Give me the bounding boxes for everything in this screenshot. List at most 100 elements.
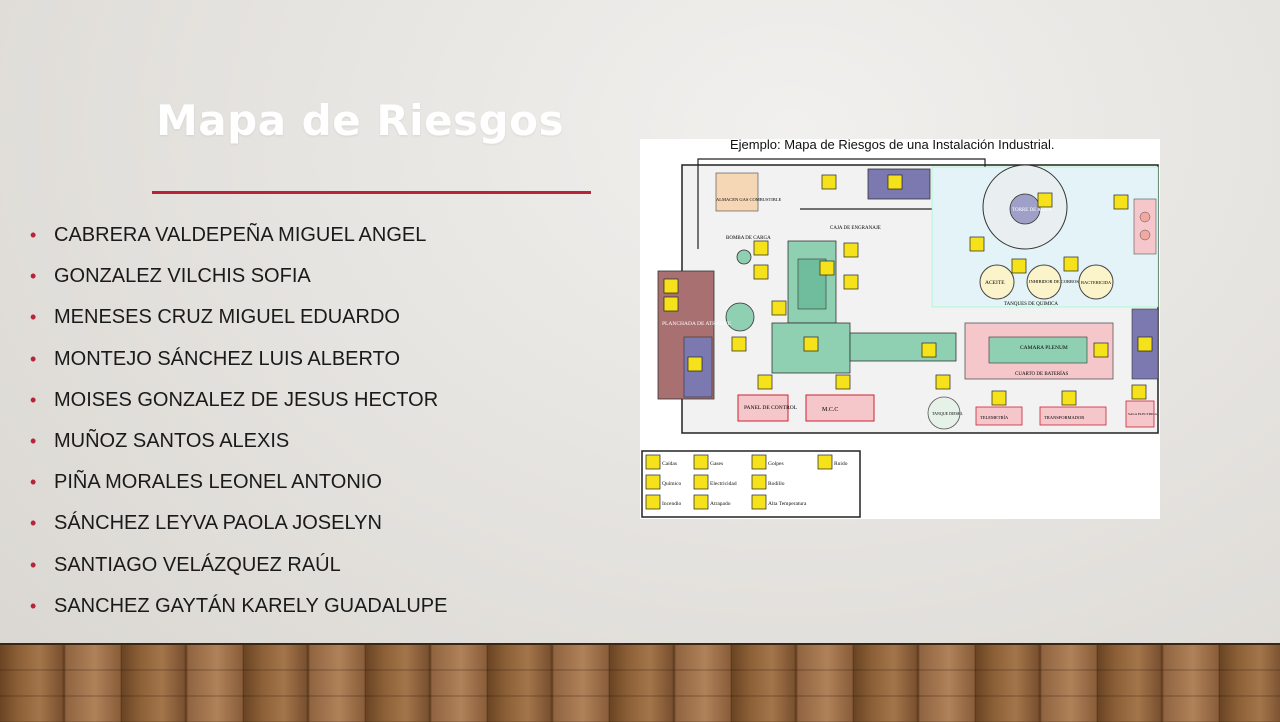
bullet-icon: • [30, 472, 37, 493]
legend-electricidad-icon [693, 474, 709, 490]
list-item: • MONTEJO SÁNCHEZ LUIS ALBERTO [28, 346, 447, 387]
fuel-storage-label: ALMACEN GAS COMBUSTIBLE [716, 197, 782, 202]
hazard-icon [935, 374, 951, 390]
legend-golpes: Golpes [768, 461, 784, 467]
mcc-label: M.C.C [822, 407, 838, 413]
list-item: • SANCHEZ GAYTÁN KARELY GUADALUPE [28, 593, 447, 634]
machine-conveyor [849, 332, 957, 362]
electric-room [1125, 400, 1155, 428]
plenum-label: CAMARA PLENUM [1020, 345, 1068, 351]
list-item: • SÁNCHEZ LEYVA PAOLA JOSELYN [28, 510, 447, 551]
hazard-icon [753, 240, 769, 256]
list-item-text: SANCHEZ GAYTÁN KARELY GUADALUPE [54, 594, 448, 617]
list-item: • SANTIAGO VELÁZQUEZ RAÚL [28, 552, 447, 593]
tower-core [1009, 193, 1041, 225]
bullet-icon: • [30, 513, 37, 534]
transformer-room [1039, 406, 1107, 426]
hazard-icon [843, 274, 859, 290]
compressor [725, 302, 755, 332]
plenum-chamber [988, 336, 1088, 364]
chemical-plant-block [1133, 198, 1157, 255]
list-item: • MENESES CRUZ MIGUEL EDUARDO [28, 304, 447, 345]
legend-ruido-icon [817, 454, 833, 470]
hazard-icon [835, 374, 851, 390]
legend-golpes-icon [751, 454, 767, 470]
title-underline [152, 191, 591, 194]
chemical-tanks-label: TANQUES DE QUIMICA [1004, 302, 1058, 307]
inhibitor-label: INHIBIDOR DE CORROSIÓN [1029, 279, 1088, 284]
legend-caidas-icon [645, 454, 661, 470]
pump-label: BOMBA DE CARGA [726, 236, 771, 241]
legend-rodillo-icon [751, 474, 767, 490]
hazard-icon [819, 260, 835, 276]
hazard-icon [991, 390, 1007, 406]
bullet-icon: • [30, 307, 37, 328]
hazard-icon [753, 264, 769, 280]
list-item: • MUÑOZ SANTOS ALEXIS [28, 428, 447, 469]
legend-gases: Gases [710, 461, 723, 467]
legend-rodillo: Rodillo [768, 481, 785, 487]
hazard-icon [1061, 390, 1077, 406]
legend-gases-icon [693, 454, 709, 470]
chemical-valve-2 [1139, 229, 1151, 241]
list-item: •PIÑA MORALES LEONEL ANTONIO [28, 469, 447, 510]
chemical-valve-1 [1139, 211, 1151, 223]
bactericide-label: BACTERICIDA [1081, 280, 1112, 285]
list-item: •CABRERA VALDEPEÑA MIGUEL ANGEL [28, 222, 447, 263]
risk-map-image: Ejemplo: Mapa de Riesgos de una Instalac… [640, 139, 1160, 519]
names-list: •CABRERA VALDEPEÑA MIGUEL ANGEL •GONZALE… [28, 222, 447, 634]
control-panel-room [737, 394, 789, 422]
bullet-icon: • [30, 595, 37, 616]
list-item-text: MENESES CRUZ MIGUEL EDUARDO [54, 306, 400, 329]
bullet-icon: • [30, 348, 37, 369]
bactericide-tank [1078, 264, 1114, 300]
hazard-icon [1137, 336, 1153, 352]
list-item-text: CABRERA VALDEPEÑA MIGUEL ANGEL [54, 224, 427, 246]
hazard-icon [1063, 256, 1079, 272]
electric-room-label: SALA ELECTRICA [1128, 412, 1158, 416]
bullet-icon: • [30, 430, 37, 451]
list-item-text: SÁNCHEZ LEYVA PAOLA JOSELYN [54, 512, 382, 535]
list-item-text: MOISES GONZALEZ DE JESUS HECTOR [54, 388, 439, 411]
legend-caidas: Caídas [662, 461, 677, 467]
legend-incendio-icon [645, 494, 661, 510]
fuel-storage [715, 172, 759, 212]
oil-tank-label: ACEITE [985, 280, 1005, 286]
hazard-icon [969, 236, 985, 252]
hazard-icon [821, 174, 837, 190]
bullet-icon: • [30, 266, 37, 287]
hazard-icon [771, 300, 787, 316]
hazard-icon [731, 336, 747, 352]
list-item: • GONZALEZ VILCHIS SOFIA [28, 263, 447, 304]
bullet-icon: • [30, 389, 37, 410]
list-item-text: SANTIAGO VELÁZQUEZ RAÚL [54, 553, 341, 576]
legend-ruido: Ruido [834, 461, 848, 467]
legend-atrapado: Atrapado [710, 501, 731, 507]
list-item-text: GONZALEZ VILCHIS SOFIA [54, 265, 311, 288]
telemetry-label: TELEMETRÍA [980, 415, 1009, 420]
list-item-text: MONTEJO SÁNCHEZ LUIS ALBERTO [54, 347, 401, 370]
legend-quimico-icon [645, 474, 661, 490]
battery-room-label: CUARTO DE BATERÍAS [1015, 371, 1068, 377]
mcc-room [805, 394, 875, 422]
telemetry-room [975, 406, 1023, 426]
hazard-icon [1131, 384, 1147, 400]
hazard-icon [921, 342, 937, 358]
legend-alta-temp-icon [751, 494, 767, 510]
list-item: • MOISES GONZALEZ DE JESUS HECTOR [28, 387, 447, 428]
list-item-text: MUÑOZ SANTOS ALEXIS [54, 429, 290, 452]
bullet-icon: • [30, 554, 37, 575]
legend-quimico: Químico [662, 481, 681, 487]
hazard-icon [757, 374, 773, 390]
hazard-icon [1011, 258, 1027, 274]
gearbox-label: CAJA DE ENGRANAJE [830, 226, 881, 231]
hazard-icon [1093, 342, 1109, 358]
diesel-tank [927, 396, 961, 430]
hazard-icon [687, 356, 703, 372]
legend-alta-temp: Alta Temperatura [768, 501, 807, 507]
diesel-label: TANQUE DIESEL [932, 411, 963, 416]
dock-label: PLANCHADA DE ATRAQUE [662, 321, 732, 327]
slide: Mapa de Riesgos •CABRERA VALDEPEÑA MIGUE… [28, 96, 1160, 634]
slide-title: Mapa de Riesgos [156, 96, 564, 145]
inhibitor-tank [1026, 264, 1062, 300]
